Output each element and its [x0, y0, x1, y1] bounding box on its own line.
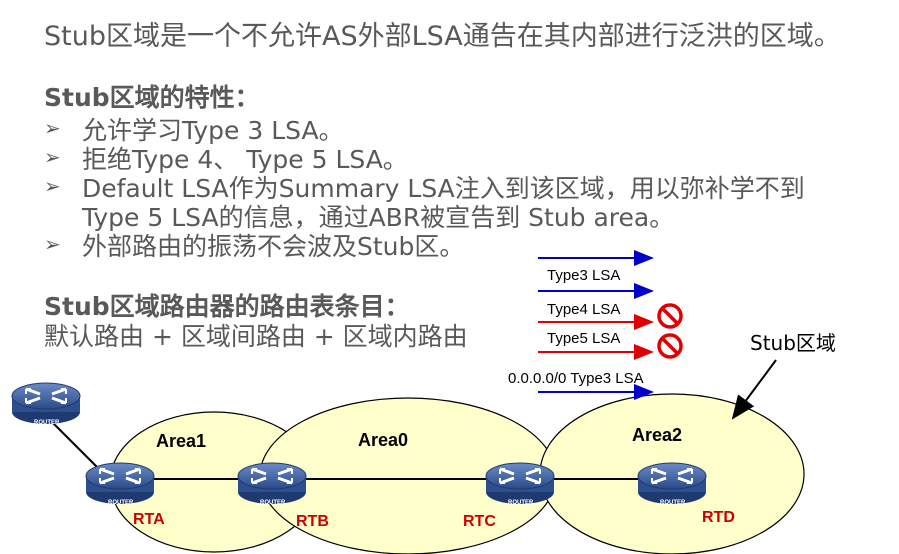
stub-pointer-arrow: [731, 359, 777, 420]
svg-text:ROUTER: ROUTER: [508, 500, 534, 506]
area2-label: Area2: [632, 425, 682, 445]
svg-text:ROUTER: ROUTER: [34, 420, 60, 426]
bullet-arrow-icon: ➢: [44, 174, 61, 198]
router-rtc-icon: ROUTER: [484, 461, 556, 506]
router-rtb-icon: ROUTER: [236, 461, 308, 506]
feature-item-3b: Type 5 LSA的信息，通过ABR被宣告到 Stub area。: [82, 203, 675, 232]
type4-label: Type4 LSA: [547, 301, 620, 318]
router-rta-icon: ROUTER: [84, 461, 156, 506]
router-rta-label: RTA: [133, 511, 165, 528]
features-heading: Stub区域的特性：: [44, 83, 260, 112]
type5-label: Type5 LSA: [547, 330, 620, 347]
blocked-icon: [657, 303, 683, 329]
router-rtc-label: RTC: [463, 513, 496, 530]
feature-item-2: 拒绝Type 4、 Type 5 LSA。: [82, 145, 408, 174]
area0-label: Area0: [358, 430, 408, 450]
bullet-arrow-icon: ➢: [44, 145, 61, 169]
feature-item-3a: Default LSA作为Summary LSA注入到该区域，用以弥补学不到: [82, 174, 805, 203]
feature-item-4: 外部路由的振荡不会波及Stub区。: [82, 232, 465, 261]
intro-text: Stub区域是一个不允许AS外部LSA通告在其内部进行泛洪的区域。: [44, 21, 841, 52]
area1-label: Area1: [156, 431, 206, 451]
router-external-icon: ROUTER: [10, 381, 82, 426]
routing-line: 默认路由 + 区域间路由 + 区域内路由: [44, 322, 468, 351]
router-rtd-label: RTD: [702, 509, 735, 526]
bullet-arrow-icon: ➢: [44, 116, 61, 140]
default-lsa-label: 0.0.0.0/0 Type3 LSA: [508, 370, 644, 387]
type3-label: Type3 LSA: [547, 267, 620, 284]
svg-text:ROUTER: ROUTER: [260, 500, 286, 506]
stub-area-label: Stub区域: [750, 331, 836, 355]
router-rtd-icon: ROUTER: [636, 461, 708, 506]
feature-item-1: 允许学习Type 3 LSA。: [82, 116, 344, 145]
svg-text:ROUTER: ROUTER: [660, 500, 686, 506]
bullet-arrow-icon: ➢: [44, 232, 61, 256]
svg-text:ROUTER: ROUTER: [108, 500, 134, 506]
router-rtb-label: RTB: [296, 513, 329, 530]
blocked-icon: [657, 333, 683, 359]
routing-heading: Stub区域路由器的路由表条目：: [44, 292, 410, 321]
